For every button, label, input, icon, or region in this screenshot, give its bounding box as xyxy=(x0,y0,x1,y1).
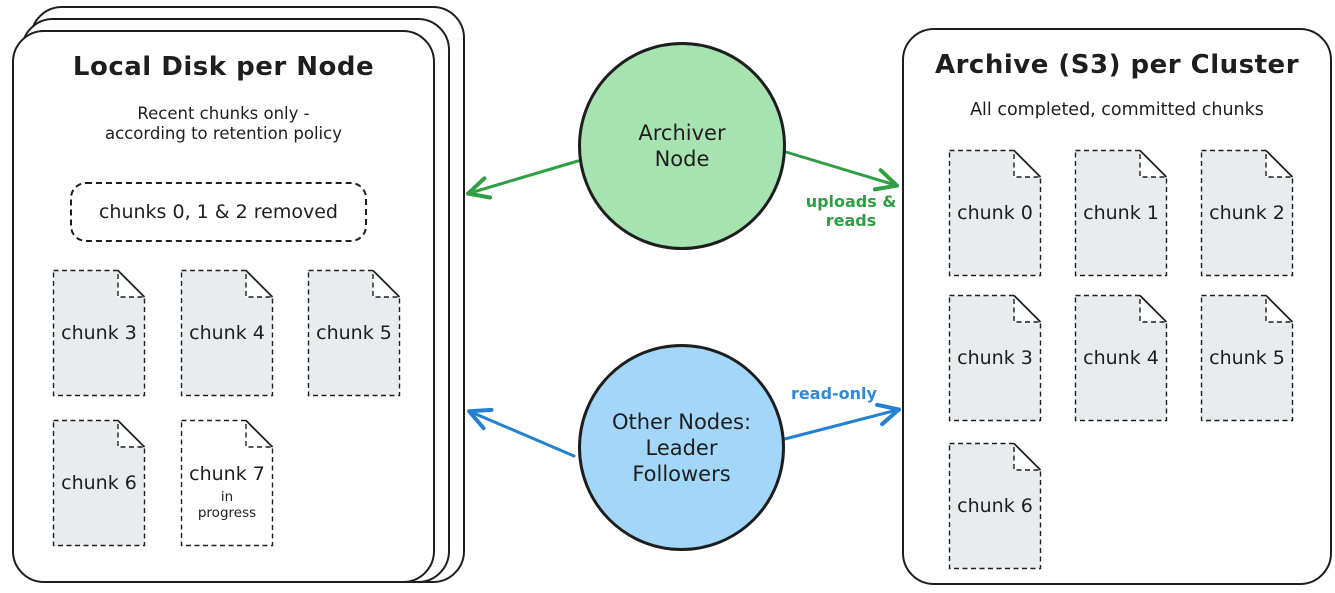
archive-subtitle: All completed, committed chunks xyxy=(970,100,1264,120)
file-chunk-4-local: chunk 4 xyxy=(180,269,274,397)
file-label: chunk 3 xyxy=(61,322,137,344)
archive-s3-panel: Archive (S3) per Cluster All completed, … xyxy=(902,28,1332,585)
document-icon xyxy=(1074,149,1168,277)
file-chunk-3-local: chunk 3 xyxy=(52,269,146,397)
document-icon xyxy=(52,419,146,547)
file-label: chunk 4 xyxy=(1083,347,1159,369)
document-icon xyxy=(180,269,274,397)
file-label: chunk 5 xyxy=(316,322,392,344)
arrow-others-to-archive-readonly xyxy=(779,410,897,442)
file-label: chunk 3 xyxy=(957,347,1033,369)
file-label: chunk 0 xyxy=(957,202,1033,224)
document-icon xyxy=(948,294,1042,422)
arrow-archiver-to-archive xyxy=(784,150,895,185)
document-icon xyxy=(1200,149,1294,277)
document-icon xyxy=(180,419,274,547)
file-label-text: chunk 7 xyxy=(189,463,265,485)
arrow-archiver-to-local-disk xyxy=(470,159,580,193)
file-chunk-2-archive: chunk 2 xyxy=(1200,149,1294,277)
local-disk-subtitle: Recent chunks only - according to retent… xyxy=(105,104,342,143)
file-label: chunk 2 xyxy=(1209,202,1285,224)
archive-title: Archive (S3) per Cluster xyxy=(934,50,1300,80)
other-nodes-circle: Other Nodes: Leader Followers xyxy=(578,344,785,551)
document-icon xyxy=(1074,294,1168,422)
file-label: chunk 6 xyxy=(957,495,1033,517)
removed-chunks-note: chunks 0, 1 & 2 removed xyxy=(98,201,338,223)
document-icon xyxy=(52,269,146,397)
file-label: chunk 5 xyxy=(1209,347,1285,369)
file-chunk-3-archive: chunk 3 xyxy=(948,294,1042,422)
arrow-others-to-local-disk xyxy=(471,412,576,458)
file-label: chunk 6 xyxy=(61,472,137,494)
file-chunk-4-archive: chunk 4 xyxy=(1074,294,1168,422)
local-disk-title: Local Disk per Node xyxy=(72,52,375,82)
file-chunk-1-archive: chunk 1 xyxy=(1074,149,1168,277)
removed-chunks-note-box: chunks 0, 1 & 2 removed xyxy=(70,182,367,242)
archiver-node-circle: Archiver Node xyxy=(578,42,786,250)
file-chunk-6-archive: chunk 6 xyxy=(948,442,1042,570)
file-label: chunk 1 xyxy=(1083,202,1159,224)
file-chunk-5-archive: chunk 5 xyxy=(1200,294,1294,422)
file-chunk-6-local: chunk 6 xyxy=(52,419,146,547)
document-icon xyxy=(307,269,401,397)
file-chunk-0-archive: chunk 0 xyxy=(948,149,1042,277)
local-disk-panel: Local Disk per Node Recent chunks only -… xyxy=(12,30,435,583)
read-only-edge-label: read-only xyxy=(791,384,877,403)
document-icon xyxy=(948,442,1042,570)
file-label: chunk 4 xyxy=(189,322,265,344)
uploads-reads-edge-label: uploads & reads xyxy=(805,192,897,230)
other-nodes-label: Other Nodes: Leader Followers xyxy=(611,409,752,486)
document-icon xyxy=(1200,294,1294,422)
file-chunk-5-local: chunk 5 xyxy=(307,269,401,397)
file-status-text: in progress xyxy=(197,489,257,521)
file-label: chunk 7 in progress xyxy=(180,419,274,547)
file-chunk-7-in-progress: chunk 7 in progress xyxy=(180,419,274,547)
document-icon xyxy=(948,149,1042,277)
archiver-node-label: Archiver Node xyxy=(638,121,726,171)
